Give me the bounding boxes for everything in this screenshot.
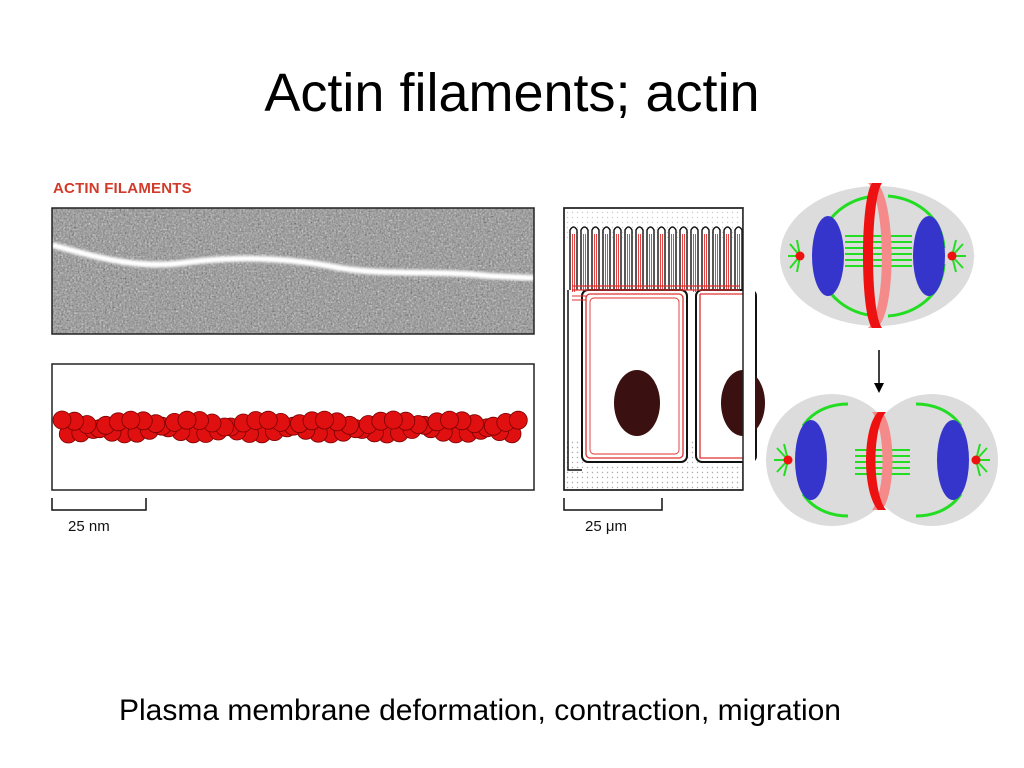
microvillus <box>723 226 732 290</box>
microvillus <box>657 226 666 290</box>
microvillus-actin-core <box>693 234 696 292</box>
contractile-ring-front <box>863 183 882 328</box>
microvillus-actin-core <box>660 234 663 292</box>
actin-monomer-beads <box>52 410 528 444</box>
microvillus-actin-core <box>594 234 597 292</box>
microvillus <box>569 226 578 290</box>
actin-monomer <box>315 410 334 430</box>
actin-monomer <box>508 410 528 430</box>
actin-monomer <box>258 410 278 430</box>
microvilli <box>569 226 743 292</box>
microvillus-actin-core <box>627 234 630 292</box>
microvillus-actin-core <box>671 234 674 292</box>
microvillus-actin-core <box>715 234 718 292</box>
microvillus-actin-core <box>682 234 685 292</box>
cytokinesis-stage-2 <box>766 394 998 526</box>
microvillus-actin-core <box>638 234 641 292</box>
microvillus-actin-core <box>572 234 575 292</box>
daughter-cell-right <box>866 394 998 526</box>
microvillus <box>602 226 611 290</box>
actin-filament-micrograph-line <box>51 242 535 281</box>
microvillus-actin-core <box>704 234 707 292</box>
cytokinesis-stage-1 <box>780 183 974 328</box>
microvillus <box>734 226 743 290</box>
microvillus-actin-core <box>605 234 608 292</box>
microvillus <box>580 226 589 290</box>
actin-monomer <box>121 410 141 430</box>
actin-monomer <box>383 410 403 430</box>
nucleus-left <box>614 370 660 436</box>
actin-monomer <box>52 410 72 430</box>
microvillus <box>591 226 600 290</box>
microvillus <box>701 226 710 290</box>
microvillus <box>646 226 655 290</box>
microvillus <box>712 226 721 290</box>
microvillus <box>635 226 644 290</box>
scale-label-um: 25 μm <box>585 518 627 535</box>
microvillus-actin-core <box>616 234 619 292</box>
contractile-ring-back <box>868 183 892 328</box>
chromosome-mass-right <box>913 216 945 296</box>
microvillus-actin-core <box>737 234 740 292</box>
cleavage-ring-back <box>872 412 893 510</box>
microvillus <box>690 226 699 290</box>
daughter-chromosomes-left <box>795 420 827 500</box>
microvillus-actin-core <box>649 234 652 292</box>
microvillus-actin-core <box>583 234 586 292</box>
cleavage-ring-front <box>866 412 886 510</box>
daughter-chromosomes-right <box>937 420 969 500</box>
scale-bar-nm <box>51 498 147 511</box>
microvillus <box>679 226 688 290</box>
microvillus <box>668 226 677 290</box>
epithelial-cells-drawing <box>563 207 765 492</box>
actin-helix-model <box>51 363 535 491</box>
scale-label-nm: 25 nm <box>68 518 110 535</box>
progression-arrow <box>874 350 884 393</box>
chromosome-mass-left <box>812 216 844 296</box>
electron-micrograph <box>51 207 535 335</box>
scale-bar-um <box>563 498 663 511</box>
slide-title: Actin filaments; actin <box>264 63 760 123</box>
centrosome-left <box>795 251 805 261</box>
microvillus <box>624 226 633 290</box>
centrosome-right <box>947 251 957 261</box>
figure-label: ACTIN FILAMENTS <box>53 180 192 197</box>
daughter-cell-left <box>766 394 898 526</box>
actin-monomer <box>440 410 459 430</box>
microvillus <box>613 226 622 290</box>
microvillus-actin-core <box>726 234 729 292</box>
slide-caption: Plasma membrane deformation, contraction… <box>119 694 841 727</box>
actin-monomer <box>177 410 197 430</box>
